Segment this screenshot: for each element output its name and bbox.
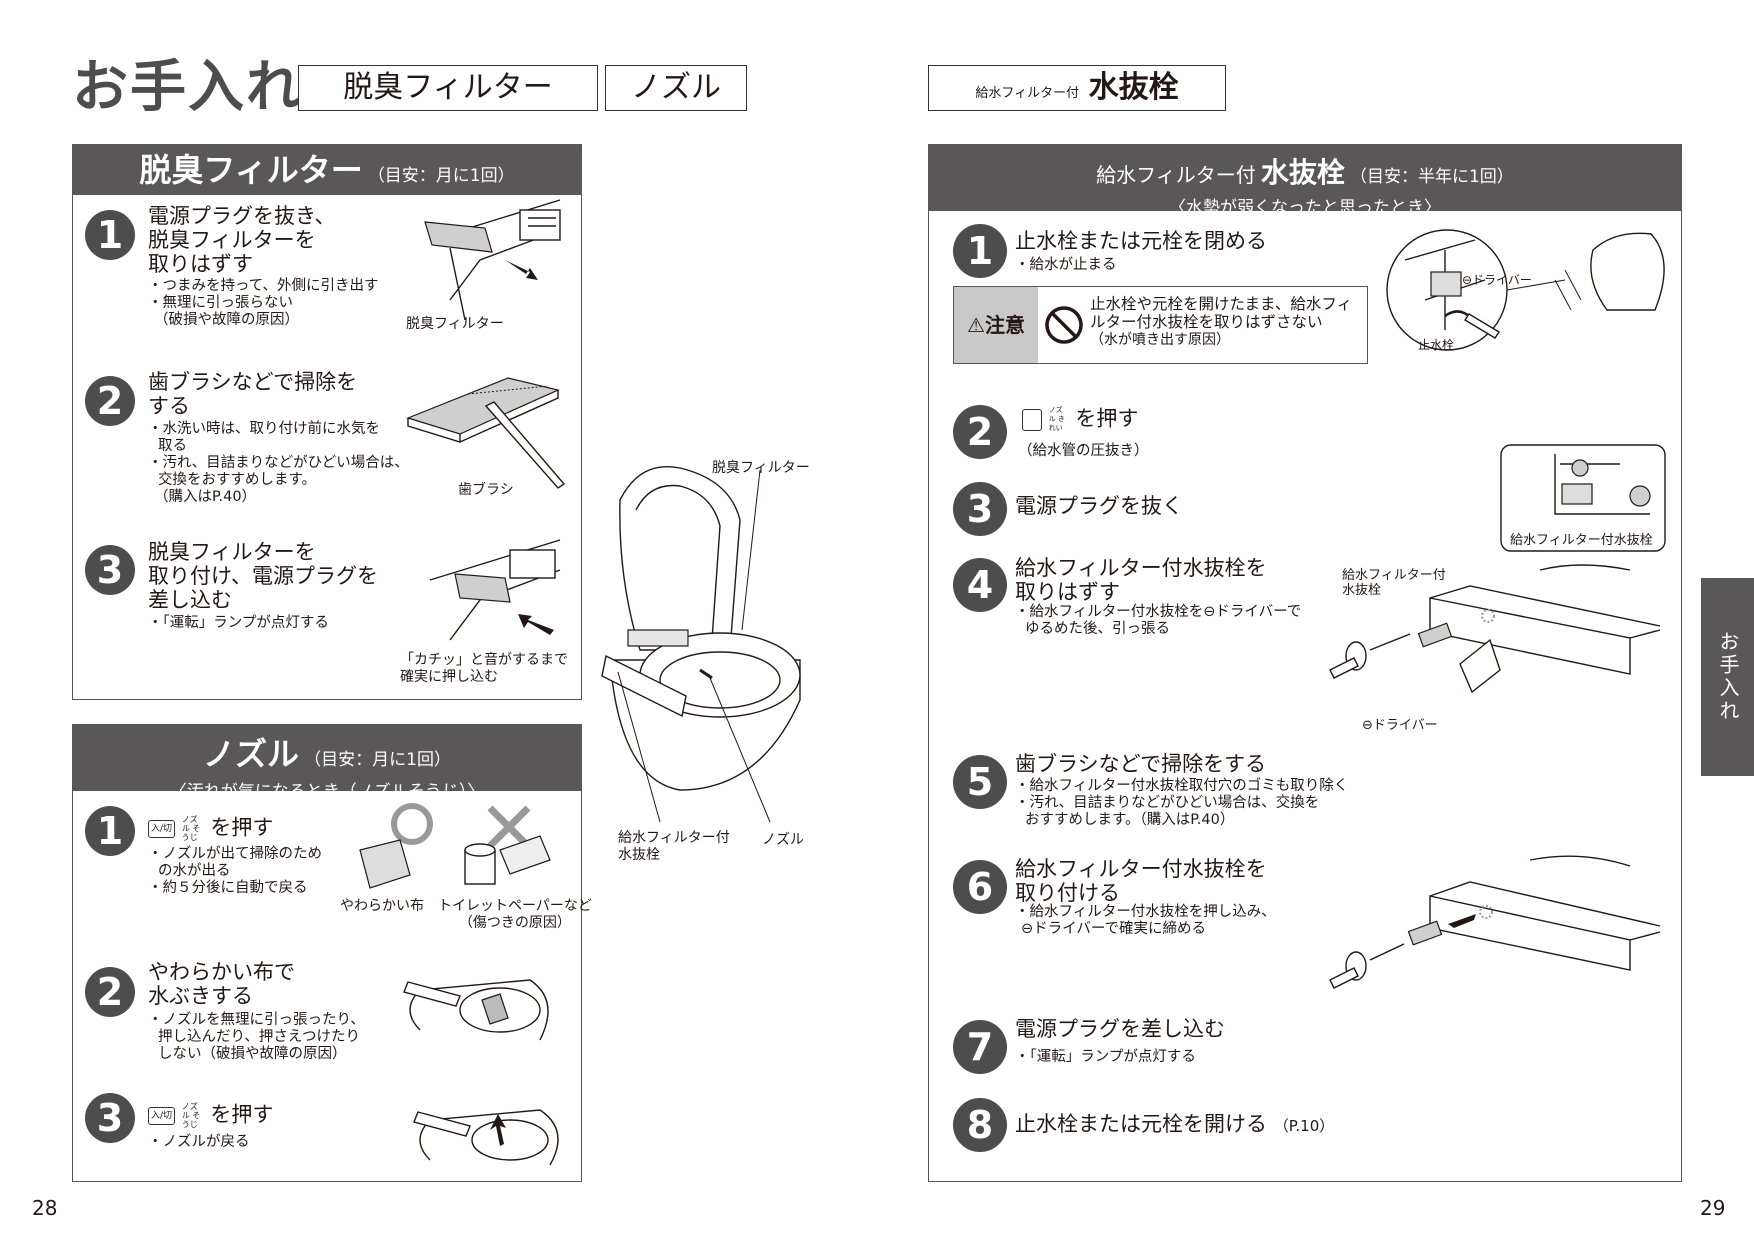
step-notes: ・「運転」ランプが点灯する — [1015, 1049, 1196, 1065]
step-notes: （給水管の圧抜き） — [1018, 443, 1149, 459]
filter-insert-illustration — [429, 539, 561, 641]
nozzle-panel: ノズル （目安：月に1回） 〈汚れが気になるとき（ノズルそうじ）〉 — [72, 724, 582, 1182]
step-title: 入/切 ノズル そうじ を押す — [148, 815, 273, 842]
step-number: 2 — [85, 967, 135, 1017]
valve-location-caption: 給水フィルター付水抜栓 — [1510, 533, 1653, 548]
deodorize-filter-frequency: （目安：月に1回） — [367, 166, 515, 186]
deodorize-filter-header: 脱臭フィルター （目安：月に1回） — [73, 145, 581, 195]
valve-frequency: （目安：半年に1回） — [1349, 167, 1514, 187]
nozzle-subtitle: 〈汚れが気になるとき（ノズルそうじ）〉 — [169, 782, 485, 802]
paper-caption: トイレットペーパーなど （傷つきの原因） — [438, 898, 592, 931]
nozzle-clean-key-icon — [1022, 408, 1042, 431]
step-number: 3 — [85, 1093, 135, 1143]
center-filter-label: 脱臭フィルター — [712, 460, 810, 476]
step-title: 止水栓または元栓を閉める — [1015, 229, 1267, 253]
filter-caption: 脱臭フィルター — [406, 316, 504, 332]
step-title: ノズル きれい を押す — [1022, 406, 1138, 433]
page-reference: （P.10） — [1273, 1117, 1335, 1135]
power-key-icon: 入/切 — [148, 819, 176, 838]
step-number: 4 — [953, 558, 1007, 612]
nozzle-clean-key-icon: ノズル そうじ — [181, 815, 201, 842]
valve-removal-illustration — [1329, 564, 1661, 694]
power-key-icon: 入/切 — [148, 1106, 176, 1125]
cloth-caption: やわらかい布 — [340, 898, 424, 914]
deodorize-filter-title: 脱臭フィルター — [139, 151, 363, 189]
step-title: 歯ブラシなどで掃除をする — [1015, 752, 1267, 776]
page-number-left: 28 — [32, 1196, 58, 1220]
nozzle-title: ノズル — [203, 735, 300, 773]
step-number: 2 — [85, 376, 135, 426]
valve-header: 給水フィルター付 水抜栓 （目安：半年に1回） 〈水勢が弱くなったと思ったとき〉 — [929, 145, 1681, 218]
step-notes: ・給水フィルター付水抜栓取付穴のゴミも取り除く ・汚れ、目詰まりなどがひどい場合… — [1015, 778, 1349, 828]
step-number: 1 — [953, 224, 1007, 278]
step-title: 電源プラグを抜き、 脱臭フィルターを 取りはずす — [148, 204, 336, 276]
valve-title-main: 水抜栓 — [1260, 156, 1345, 189]
nozzle-clean-key-label: ノズル きれい — [1048, 406, 1065, 432]
valve-subtitle: 〈水勢が弱くなったと思ったとき〉 — [1169, 198, 1441, 218]
step-title: 給水フィルター付水抜栓を 取り付ける — [1015, 857, 1267, 905]
tab-deodorize-filter: 脱臭フィルター — [298, 65, 598, 111]
stop-valve-caption: 止水栓 — [1418, 338, 1455, 352]
step-notes: ・「運転」ランプが点灯する — [148, 615, 329, 631]
step-notes: ・つまみを持って、外側に引き出す ・無理に引っ張らない （破損や故障の原因） — [148, 278, 379, 328]
toothbrush-cleaning-illustration — [406, 377, 566, 489]
nozzle-return-illustration — [413, 1109, 559, 1166]
tab-valve-main: 水抜栓 — [1088, 70, 1179, 105]
step-title: 電源プラグを抜く — [1015, 494, 1183, 518]
prohibited-icon — [1045, 306, 1083, 344]
valve-install-illustration — [1329, 855, 1661, 989]
step-title: 給水フィルター付水抜栓を 取りはずす — [1015, 556, 1267, 604]
toothbrush-caption: 歯ブラシ — [458, 482, 514, 498]
tab-valve: 給水フィルター付 水抜栓 — [928, 65, 1226, 111]
step-notes: ・ノズルが戻る — [148, 1134, 250, 1150]
center-valve-label: 給水フィルター付 水抜栓 — [618, 830, 730, 863]
caution-text: 止水栓や元栓を開けたまま、給水フィ ルター付水抜栓を取りはずさない （水が噴き出… — [1090, 295, 1353, 348]
wipe-nozzle-illustration — [403, 979, 549, 1041]
insert-caption: 「カチッ」と音がするまで 確実に押し込む — [400, 652, 568, 685]
step-number: 1 — [85, 210, 135, 260]
nozzle-clean-key-icon: ノズル そうじ — [181, 1102, 201, 1129]
deodorize-filter-panel: 脱臭フィルター （目安：月に1回） — [72, 144, 582, 700]
step-notes: ・ノズルを無理に引っ張ったり、 押し込んだり、押さえつけたり しない（破損や故障… — [148, 1012, 365, 1062]
tab-valve-prefix: 給水フィルター付 — [975, 86, 1080, 101]
step-title: 歯ブラシなどで掃除を する — [148, 370, 358, 418]
nozzle-header: ノズル （目安：月に1回） 〈汚れが気になるとき（ノズルそうじ）〉 — [73, 725, 581, 802]
step-notes: ・給水が止まる — [1015, 257, 1117, 273]
driver-caption: ⊖ドライバー — [1362, 718, 1438, 733]
caution-box: ⚠注意 止水栓や元栓を開けたまま、給水フィ ルター付水抜栓を取りはずさない （水… — [953, 286, 1368, 364]
page-number-right: 29 — [1700, 1196, 1726, 1220]
step-notes: ・給水フィルター付水抜栓を⊖ドライバーで ゆるめた後、引っ張る — [1015, 604, 1302, 637]
valve-part-caption: 給水フィルター付 水抜栓 — [1342, 568, 1446, 598]
toilet-overview-illustration — [601, 466, 801, 823]
page-title: お手入れ — [72, 55, 304, 120]
step-number: 3 — [85, 545, 135, 595]
nozzle-frequency: （目安：月に1回） — [304, 750, 451, 770]
step-number: 2 — [953, 405, 1007, 459]
step-number: 3 — [953, 482, 1007, 536]
step-title: 電源プラグを差し込む — [1015, 1017, 1225, 1041]
step-number: 6 — [953, 860, 1007, 914]
step-number: 5 — [953, 755, 1007, 809]
step-notes: ・水洗い時は、取り付け前に水気を 取る ・汚れ、目詰まりなどがひどい場合は、 交… — [148, 421, 409, 505]
step-notes: ・給水フィルター付水抜栓を押し込み、 ⊖ドライバーで確実に締める — [1015, 904, 1276, 937]
step-number: 7 — [953, 1020, 1007, 1074]
step-number: 8 — [953, 1098, 1007, 1152]
step-title: 脱臭フィルターを 取り付け、電源プラグを 差し込む — [148, 540, 378, 612]
valve-location-illustration — [1500, 444, 1666, 552]
center-nozzle-label: ノズル — [762, 832, 804, 848]
valve-title-prefix: 給水フィルター付 — [1096, 163, 1256, 187]
step-title: 入/切 ノズル そうじ を押す — [148, 1102, 273, 1129]
step-title: 止水栓または元栓を開ける （P.10） — [1015, 1112, 1335, 1136]
step-number: 1 — [85, 806, 135, 856]
caution-label: ⚠注意 — [954, 287, 1038, 363]
driver-caption: ⊖ドライバー — [1462, 273, 1532, 287]
stop-valve-illustration — [1386, 229, 1665, 351]
cloth-vs-paper-illustration — [359, 803, 551, 889]
filter-removal-illustration — [424, 199, 561, 321]
step-notes: ・ノズルが出て掃除のため の水が出る ・約５分後に自動で戻る — [148, 846, 322, 896]
side-index-tab: お手入れ — [1701, 578, 1754, 776]
tab-nozzle: ノズル — [605, 65, 747, 111]
step-title: やわらかい布で 水ぶきする — [148, 960, 295, 1008]
